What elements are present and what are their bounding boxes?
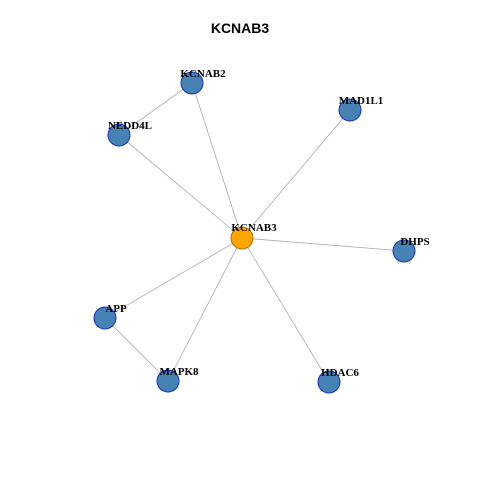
edge-app-mapk8 xyxy=(104,317,169,382)
edge-layer xyxy=(104,82,405,383)
node-label-app: APP xyxy=(105,303,127,315)
edge-kcnab3-mad1l1 xyxy=(241,109,351,239)
node-label-kcnab2: KCNAB2 xyxy=(180,68,226,80)
node-hdac6 xyxy=(317,370,341,394)
edge-kcnab3-kcnab2 xyxy=(191,82,243,239)
node-label-dhps: DHPS xyxy=(400,236,429,248)
node-kcnab2 xyxy=(180,71,204,95)
node-nedd4l xyxy=(107,123,131,147)
edge-kcnab3-app xyxy=(104,237,243,319)
edge-kcnab3-nedd4l xyxy=(118,134,243,239)
diagram-title: KCNAB3 xyxy=(210,20,270,36)
node-label-kcnab3: KCNAB3 xyxy=(231,222,277,234)
node-mapk8 xyxy=(156,369,180,393)
node-mad1l1 xyxy=(338,98,362,122)
node-label-hdac6: HDAC6 xyxy=(321,367,359,379)
node-label-nedd4l: NEDD4L xyxy=(108,120,152,132)
edge-kcnab2-nedd4l xyxy=(118,82,193,136)
node-app xyxy=(93,306,117,330)
edge-kcnab3-dhps xyxy=(241,237,405,252)
edge-kcnab3-mapk8 xyxy=(167,237,243,382)
node-dhps xyxy=(392,239,416,263)
node-label-mapk8: MAPK8 xyxy=(159,366,199,378)
node-label-mad1l1: MAD1L1 xyxy=(339,95,384,107)
edge-kcnab3-hdac6 xyxy=(241,237,330,383)
node-kcnab3 xyxy=(230,226,254,250)
